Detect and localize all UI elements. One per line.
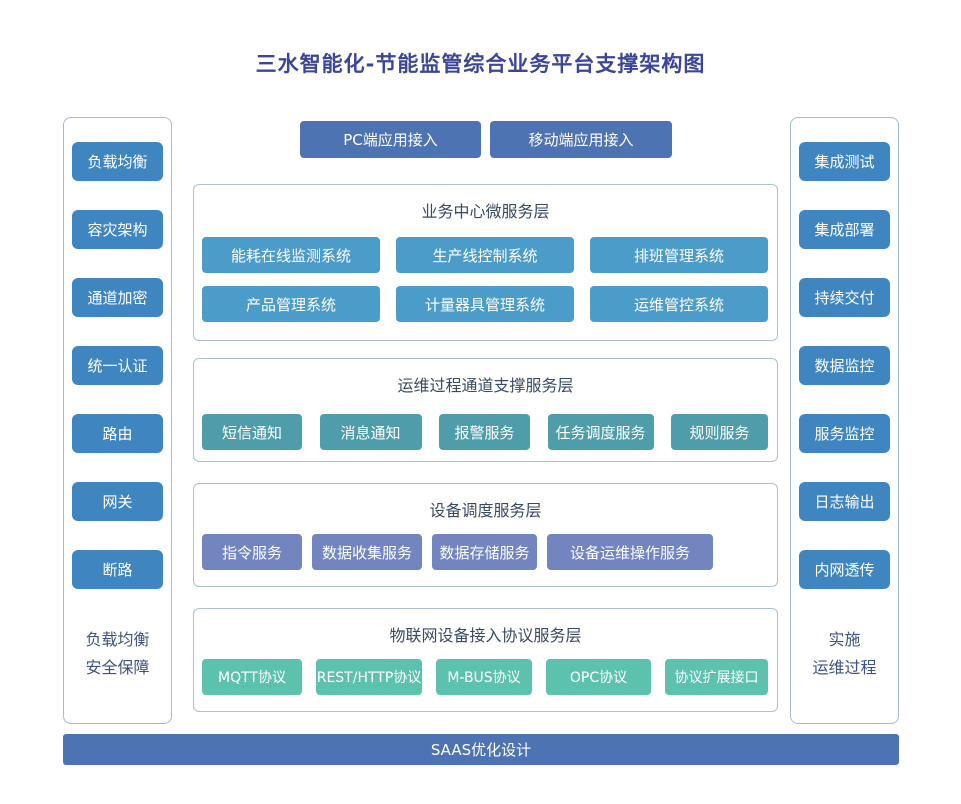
layer-iot-protocol-access: 物联网设备接入协议服务层 MQTT协议 REST/HTTP协议 M-BUS协议 …	[193, 608, 778, 712]
right-panel-block-integration-test: 集成测试	[799, 142, 890, 181]
right-panel-footer-line: 运维过程	[812, 658, 877, 677]
layer-row: 能耗在线监测系统 生产线控制系统 排班管理系统	[202, 237, 768, 273]
service-block: 任务调度服务	[547, 414, 654, 450]
service-block: 消息通知	[319, 414, 422, 450]
right-panel: 集成测试 集成部署 持续交付 数据监控 服务监控 日志输出 内网透传 实施 运维…	[790, 117, 899, 724]
right-panel-block-service-monitoring: 服务监控	[799, 414, 890, 453]
service-block: 排班管理系统	[590, 237, 768, 273]
diagram-title: 三水智能化-节能监管综合业务平台支撑架构图	[255, 52, 706, 76]
service-block: 报警服务	[439, 414, 530, 450]
protocol-block: 协议扩展接口	[665, 659, 768, 695]
service-block: 生产线控制系统	[396, 237, 574, 273]
right-panel-footer: 实施 运维过程	[812, 626, 876, 682]
service-block: 数据收集服务	[312, 534, 422, 570]
service-block: 短信通知	[202, 414, 302, 450]
service-block: 运维管控系统	[590, 286, 768, 322]
service-block: 产品管理系统	[202, 286, 380, 322]
layer-title: 业务中心微服务层	[421, 202, 550, 221]
right-panel-block-intranet-passthrough: 内网透传	[799, 550, 890, 589]
right-panel-footer-line: 实施	[828, 630, 861, 649]
left-panel-block-load-balancing: 负载均衡	[72, 142, 163, 181]
layer-business-microservices: 业务中心微服务层 能耗在线监测系统 生产线控制系统 排班管理系统 产品管理系统 …	[193, 184, 778, 341]
protocol-block: OPC协议	[546, 659, 651, 695]
left-panel-block-unified-auth: 统一认证	[72, 346, 163, 385]
right-panel-block-log-output: 日志输出	[799, 482, 890, 521]
layer-row: 产品管理系统 计量器具管理系统 运维管控系统	[202, 286, 768, 322]
left-panel-block-gateway: 网关	[72, 482, 163, 521]
left-panel-block-disaster-recovery: 容灾架构	[72, 210, 163, 249]
service-block: 设备运维操作服务	[547, 534, 713, 570]
left-panel-footer: 负载均衡 安全保障	[85, 626, 149, 682]
layer-ops-channel-support: 运维过程通道支撑服务层 短信通知 消息通知 报警服务 任务调度服务 规则服务	[193, 358, 778, 462]
protocol-block: MQTT协议	[202, 659, 302, 695]
right-panel-block-data-monitoring: 数据监控	[799, 346, 890, 385]
layer-title: 设备调度服务层	[429, 501, 542, 520]
mobile-access-block: 移动端应用接入	[490, 121, 672, 158]
layer-device-scheduling: 设备调度服务层 指令服务 数据收集服务 数据存储服务 设备运维操作服务	[193, 483, 778, 587]
service-block: 计量器具管理系统	[396, 286, 574, 322]
service-block: 规则服务	[671, 414, 768, 450]
service-block: 能耗在线监测系统	[202, 237, 380, 273]
layer-row: MQTT协议 REST/HTTP协议 M-BUS协议 OPC协议 协议扩展接口	[202, 659, 768, 695]
left-panel-block-routing: 路由	[72, 414, 163, 453]
protocol-block: M-BUS协议	[436, 659, 532, 695]
layer-title: 运维过程通道支撑服务层	[397, 376, 574, 395]
layer-row: 短信通知 消息通知 报警服务 任务调度服务 规则服务	[202, 414, 768, 450]
saas-optimization-bar: SAAS优化设计	[63, 734, 899, 765]
service-block: 数据存储服务	[432, 534, 537, 570]
layer-title: 物联网设备接入协议服务层	[389, 626, 582, 645]
left-panel: 负载均衡 容灾架构 通道加密 统一认证 路由 网关 断路 负载均衡 安全保障	[63, 117, 172, 724]
protocol-block: REST/HTTP协议	[316, 659, 422, 695]
left-panel-footer-line: 负载均衡	[85, 630, 150, 649]
left-panel-block-circuit-breaker: 断路	[72, 550, 163, 589]
right-panel-block-integration-deploy: 集成部署	[799, 210, 890, 249]
service-block: 指令服务	[202, 534, 302, 570]
layer-row: 指令服务 数据收集服务 数据存储服务 设备运维操作服务	[202, 534, 768, 570]
pc-access-block: PC端应用接入	[300, 121, 481, 158]
left-panel-block-channel-encryption: 通道加密	[72, 278, 163, 317]
right-panel-block-continuous-delivery: 持续交付	[799, 278, 890, 317]
left-panel-footer-line: 安全保障	[85, 658, 150, 677]
